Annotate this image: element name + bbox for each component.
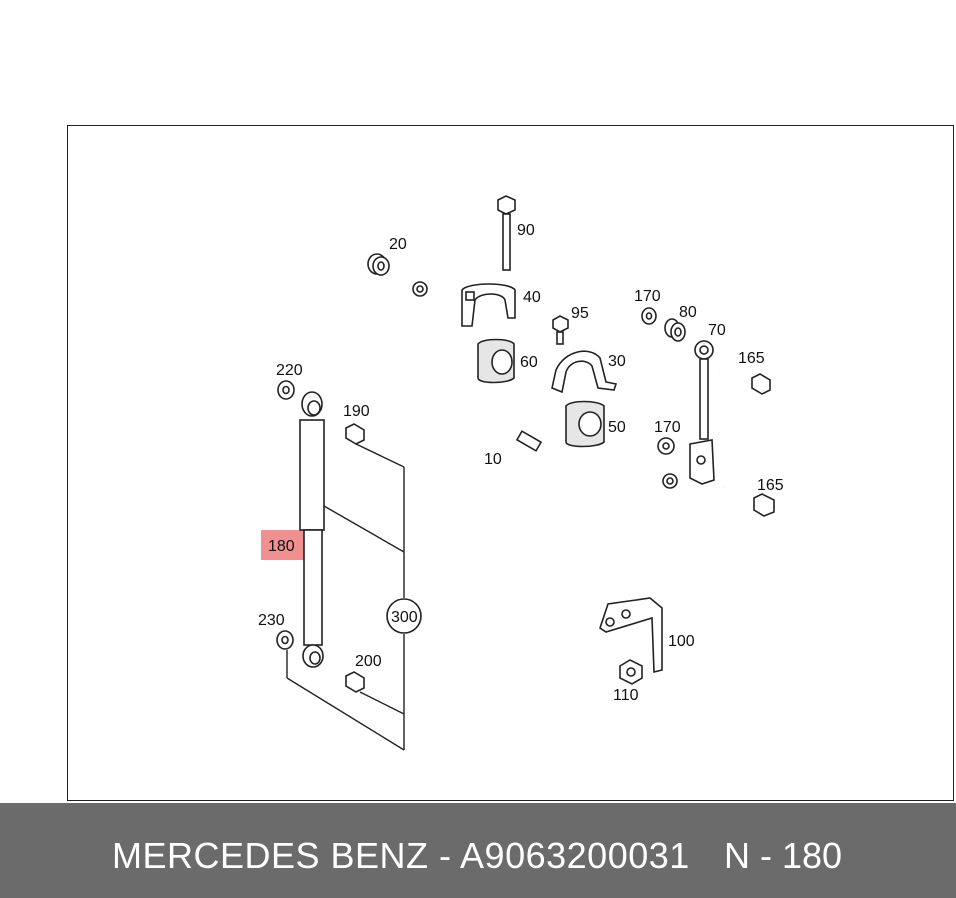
label-20: 20 (389, 236, 407, 253)
label-80: 80 (679, 304, 697, 321)
part-110-bolt[interactable] (619, 659, 643, 685)
footer-position: N - 180 (724, 835, 843, 876)
kit-300-circle[interactable] (386, 598, 422, 634)
part-170-washer-bottom[interactable] (657, 437, 675, 455)
highlight-part-180[interactable] (261, 530, 305, 560)
label-100: 100 (668, 633, 695, 650)
label-30: 30 (608, 353, 626, 370)
label-110: 110 (613, 687, 639, 704)
part-100-bracket[interactable] (599, 597, 663, 674)
part-95-bolt[interactable] (552, 315, 569, 345)
part-90-bolt[interactable] (497, 195, 516, 271)
label-170-bottom: 170 (654, 419, 681, 436)
part-70-link-rod[interactable] (689, 340, 715, 485)
part-30-clamp[interactable] (551, 350, 618, 394)
label-220: 220 (276, 362, 303, 379)
part-50-bushing[interactable] (565, 400, 605, 448)
label-165-bottom: 165 (757, 477, 784, 494)
part-220-washer[interactable] (277, 380, 295, 400)
part-190-bolt[interactable] (333, 422, 365, 445)
part-165-bolt-top[interactable] (719, 368, 771, 395)
footer-bar: MERCEDES BENZ - A9063200031 N - 180 (0, 803, 956, 898)
part-60-bushing[interactable] (477, 338, 515, 384)
label-180: 180 (268, 538, 295, 555)
label-190: 190 (343, 403, 370, 420)
footer-brand-part-number: MERCEDES BENZ - A9063200031 (112, 835, 690, 876)
label-300: 300 (391, 609, 418, 626)
part-165-bolt-bottom[interactable] (723, 485, 775, 517)
label-70: 70 (708, 322, 726, 339)
part-200-bolt[interactable] (333, 670, 365, 693)
label-170-top: 170 (634, 288, 661, 305)
label-165-top: 165 (738, 350, 765, 367)
part-20-bushing[interactable] (367, 253, 390, 276)
part-80-bushing[interactable] (664, 318, 686, 342)
kit-300-leader-lines (286, 443, 405, 751)
label-95: 95 (571, 305, 589, 322)
label-200: 200 (355, 653, 382, 670)
label-60: 60 (520, 354, 538, 371)
part-40-clamp[interactable] (461, 283, 516, 327)
label-230: 230 (258, 612, 285, 629)
stabilizer-bar[interactable] (335, 280, 678, 514)
label-40: 40 (523, 289, 541, 306)
label-50: 50 (608, 419, 626, 436)
label-90: 90 (517, 222, 535, 239)
part-230-washer[interactable] (276, 630, 294, 650)
part-170-washer-top[interactable] (641, 307, 657, 325)
part-180-shock-absorber[interactable] (299, 391, 325, 668)
label-10: 10 (484, 451, 502, 468)
